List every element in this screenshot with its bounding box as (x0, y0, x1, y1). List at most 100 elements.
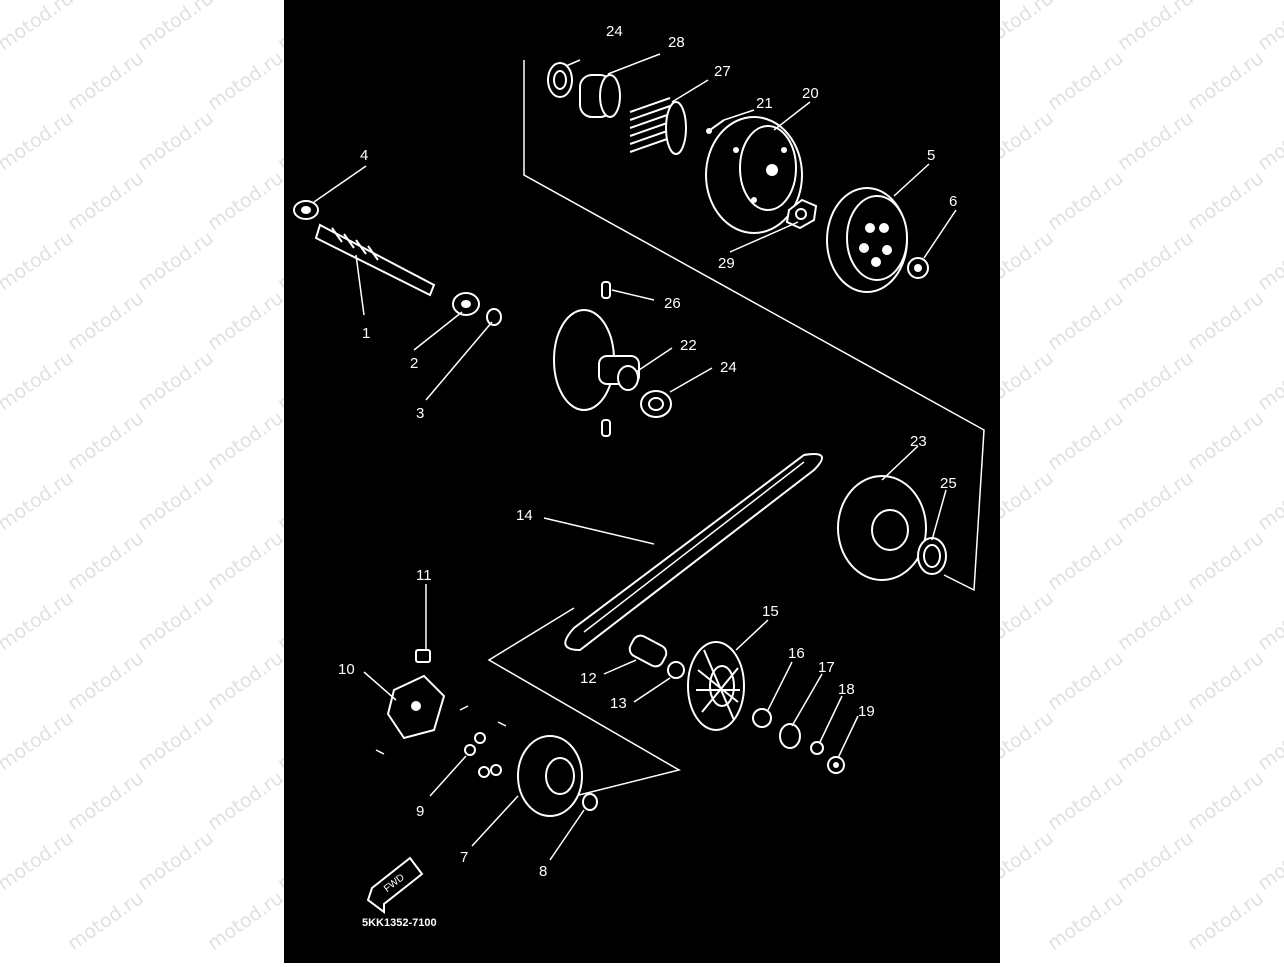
watermark-text: motod.ru (1043, 406, 1128, 476)
part-9-weight-rollers (464, 732, 502, 778)
callout-6: 6 (949, 193, 957, 210)
watermark-text: motod.ru (63, 286, 148, 356)
leader-lines (313, 53, 957, 861)
callout-23: 23 (910, 433, 927, 450)
part-24-seal-mid (640, 390, 672, 418)
watermark-text: motod.ru (1043, 766, 1128, 836)
callout-22: 22 (680, 337, 697, 354)
part-3-washer (486, 308, 502, 326)
watermark-text: motod.ru (0, 346, 78, 416)
watermark-text: motod.ru (1253, 826, 1284, 896)
watermark-text: motod.ru (1253, 586, 1284, 656)
watermark-text: motod.ru (203, 406, 288, 476)
part-15-primary-fixed-sheave (687, 641, 745, 731)
watermark-text: motod.ru (1113, 0, 1198, 56)
callout-18: 18 (838, 681, 855, 698)
watermark-text: motod.ru (1183, 646, 1268, 716)
watermark-text: motod.ru (1113, 106, 1198, 176)
watermark-text: motod.ru (1183, 766, 1268, 836)
part-12-collar (628, 634, 668, 668)
callout-26: 26 (664, 295, 681, 312)
callout-8: 8 (539, 863, 547, 880)
part-23-fixed-sheave (837, 475, 927, 581)
watermark-text: motod.ru (63, 646, 148, 716)
watermark-text: motod.ru (203, 766, 288, 836)
part-4-bearing (293, 200, 319, 220)
watermark-text: motod.ru (0, 826, 78, 896)
part-7-primary-sliding-sheave (517, 735, 583, 817)
watermark-text: motod.ru (1113, 826, 1198, 896)
watermark-text: motod.ru (1113, 226, 1198, 296)
part-26-pin (601, 281, 611, 437)
watermark-text: motod.ru (0, 706, 78, 776)
callout-13: 13 (610, 695, 627, 712)
watermark-text: motod.ru (0, 106, 78, 176)
part-10-cam (386, 674, 446, 740)
callout-21: 21 (756, 95, 773, 112)
watermark-text: motod.ru (63, 46, 148, 116)
part-24-seal-top (547, 62, 573, 98)
part-18-washer (810, 741, 824, 755)
watermark-text: motod.ru (1113, 706, 1198, 776)
callout-14: 14 (516, 507, 533, 524)
callout-27: 27 (714, 63, 731, 80)
watermark-text: motod.ru (0, 226, 78, 296)
watermark-text: motod.ru (63, 406, 148, 476)
callout-15: 15 (762, 603, 779, 620)
part-27-spring (629, 97, 687, 155)
watermark-text: motod.ru (1043, 886, 1128, 956)
watermark-text: motod.ru (133, 466, 218, 536)
watermark-text: motod.ru (203, 286, 288, 356)
callout-9: 9 (416, 803, 424, 820)
callout-1: 1 (362, 325, 370, 342)
watermark-text: motod.ru (133, 586, 218, 656)
watermark-text: motod.ru (1043, 286, 1128, 356)
fwd-arrow-icon: FWD (366, 856, 424, 914)
watermark-text: motod.ru (0, 0, 78, 56)
watermark-text: motod.ru (0, 466, 78, 536)
part-19-nut (827, 756, 845, 774)
part-6-nut (907, 257, 929, 279)
callout-10: 10 (338, 661, 355, 678)
watermark-text: motod.ru (133, 706, 218, 776)
part-16-washer (752, 708, 772, 728)
watermark-text: motod.ru (133, 346, 218, 416)
assembly-frame-lines (487, 60, 985, 801)
callout-3: 3 (416, 405, 424, 422)
callout-28: 28 (668, 34, 685, 51)
part-20-clutch-carrier (705, 116, 803, 234)
part-21-pin (706, 119, 725, 134)
watermark-text: motod.ru (203, 646, 288, 716)
watermark-text: motod.ru (63, 766, 148, 836)
watermark-text: motod.ru (1113, 346, 1198, 416)
watermark-text: motod.ru (63, 886, 148, 956)
callout-2: 2 (410, 355, 418, 372)
part-5-clutch-housing (826, 187, 908, 293)
part-25-o-ring (917, 537, 947, 575)
callout-11: 11 (416, 567, 432, 584)
callout-24-mid: 24 (720, 359, 737, 376)
watermark-text: motod.ru (1253, 346, 1284, 416)
callout-25: 25 (940, 475, 957, 492)
watermark-text: motod.ru (1253, 0, 1284, 56)
watermark-text: motod.ru (1183, 526, 1268, 596)
watermark-text: motod.ru (133, 106, 218, 176)
watermark-text: motod.ru (133, 0, 218, 56)
watermark-text: motod.ru (1113, 586, 1198, 656)
watermark-text: motod.ru (1043, 166, 1128, 236)
part-2-bearing (452, 292, 480, 316)
part-1-primary-shaft (314, 223, 436, 297)
watermark-text: motod.ru (1113, 466, 1198, 536)
callout-16: 16 (788, 645, 805, 662)
part-17-washer (779, 723, 801, 749)
watermark-text: motod.ru (203, 166, 288, 236)
part-11-slider (415, 649, 431, 663)
parts-diagram-sheet: 24 28 27 21 20 5 6 29 4 1 2 3 26 22 24 2… (284, 0, 1000, 963)
watermark-text: motod.ru (1043, 526, 1128, 596)
part-28-collar (579, 74, 621, 118)
part-29-nut (785, 198, 818, 230)
callout-4: 4 (360, 147, 368, 164)
watermark-text: motod.ru (1253, 106, 1284, 176)
watermark-text: motod.ru (1183, 286, 1268, 356)
callout-12: 12 (580, 670, 597, 687)
